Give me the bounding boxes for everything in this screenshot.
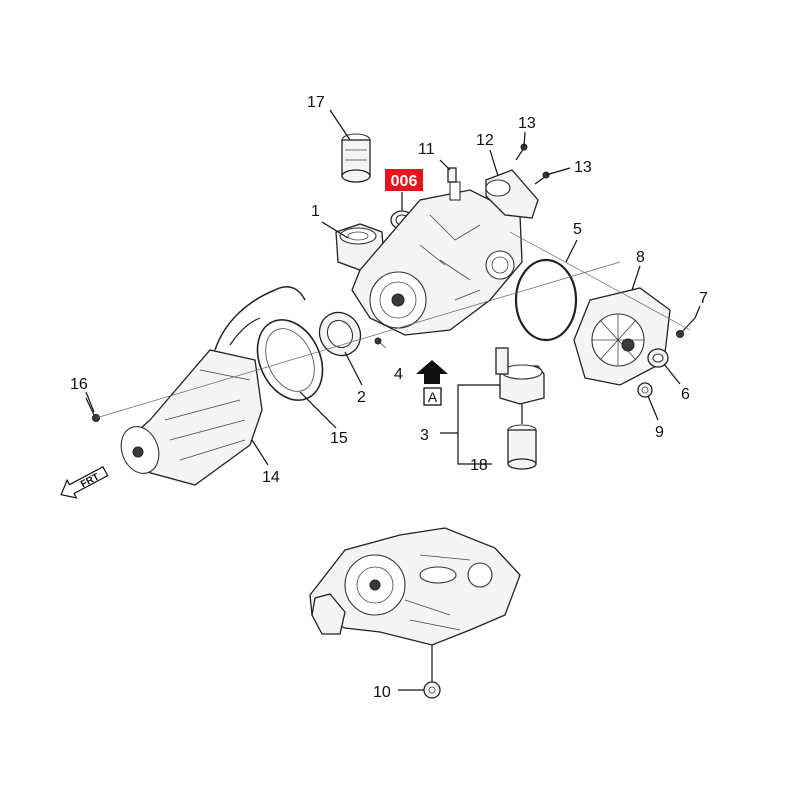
part-7-bolt — [676, 317, 696, 338]
callout-2: 2 — [357, 389, 366, 406]
part-9-plug — [637, 382, 653, 398]
part-11-breather — [447, 167, 457, 183]
part-18-bushing — [507, 424, 537, 470]
callout-labels: 17 1 11 12 13 13 5 8 7 6 9 4 2 15 3 18 1… — [70, 94, 708, 701]
part-6-seal — [647, 348, 669, 368]
callout-7: 7 — [699, 290, 708, 307]
part-17-bushing — [341, 133, 371, 183]
callout-16: 16 — [70, 376, 88, 393]
part-12-cover — [485, 169, 539, 219]
callout-8: 8 — [636, 249, 645, 266]
callout-4: 4 — [394, 366, 403, 383]
callout-10: 10 — [373, 684, 391, 701]
part-2-bolt — [374, 337, 387, 349]
callout-11: 11 — [418, 141, 435, 158]
part-5-o-ring — [514, 258, 578, 342]
front-direction-arrow: FRT — [60, 465, 109, 499]
part-3-mount-bracket — [495, 347, 545, 405]
part-14-drive-motor — [120, 286, 306, 486]
callout-18: 18 — [470, 457, 488, 474]
callout-14: 14 — [262, 469, 280, 486]
part-10-plug — [423, 681, 441, 699]
view-a-label: A — [428, 389, 438, 405]
callout-5: 5 — [573, 221, 582, 238]
leader-lines — [85, 109, 701, 691]
view-a-marker: A — [416, 360, 448, 406]
callout-13b: 13 — [574, 159, 592, 176]
callout-9: 9 — [655, 424, 664, 441]
callout-6: 6 — [681, 386, 690, 403]
callout-13a: 13 — [518, 115, 536, 132]
assembled-differential-unit — [309, 527, 521, 646]
callout-1: 1 — [311, 203, 320, 220]
highlight-badge-label: 006 — [391, 173, 418, 190]
part-2-seal-ring — [318, 311, 362, 357]
differential-housing — [351, 181, 523, 336]
callout-12: 12 — [476, 132, 494, 149]
callout-17: 17 — [307, 94, 325, 111]
part-8-rear-cover — [573, 287, 671, 386]
highlight-badge-bg — [385, 169, 423, 191]
callout-15: 15 — [330, 430, 348, 447]
highlight-badge: 006 — [385, 169, 423, 191]
arrow-left-icon — [60, 465, 109, 499]
part-15-gasket — [256, 319, 324, 401]
up-arrow-icon — [416, 360, 448, 384]
part-13-bolts — [515, 143, 550, 185]
callout-3: 3 — [420, 427, 429, 444]
